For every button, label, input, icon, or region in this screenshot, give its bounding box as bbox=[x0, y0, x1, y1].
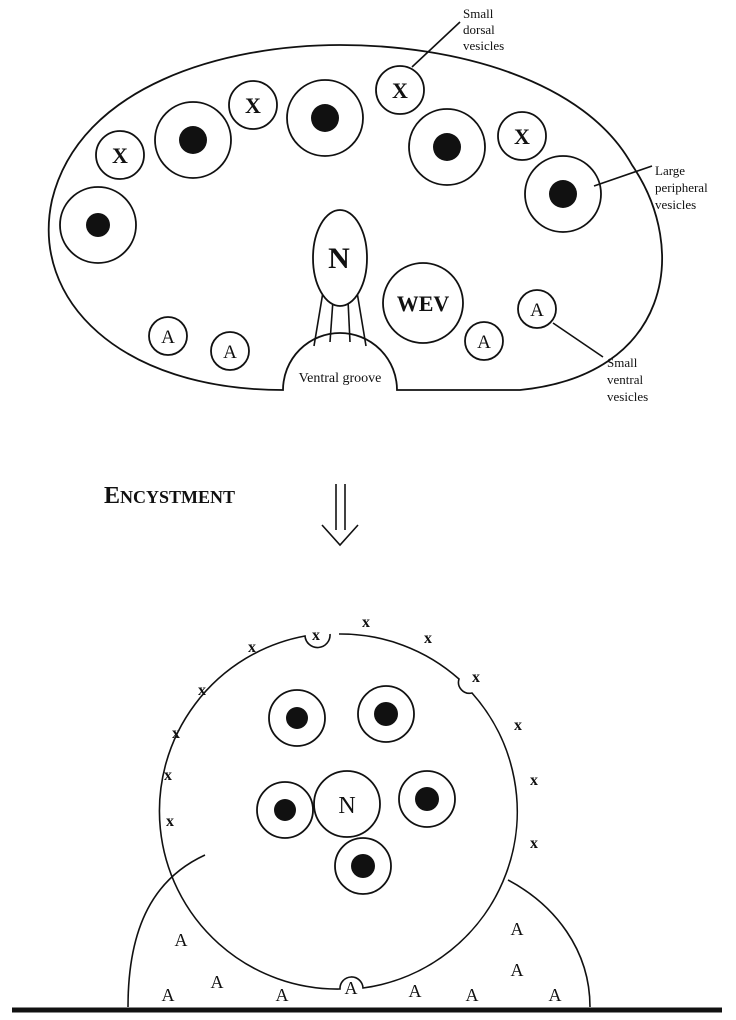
a-label: A bbox=[477, 332, 491, 353]
cyst-vesicle bbox=[335, 838, 391, 894]
encystment-title: ENCYSTMENT bbox=[104, 483, 235, 509]
a-mark: A bbox=[211, 972, 224, 992]
a-mark: A bbox=[466, 985, 479, 1005]
encystment-initial: E bbox=[104, 483, 120, 509]
x-label: X bbox=[392, 78, 408, 103]
ventral-vesicle: A bbox=[211, 332, 249, 370]
cyst-vesicle bbox=[257, 782, 313, 838]
wev-vesicle: WEV bbox=[383, 263, 463, 343]
down-arrow-icon bbox=[322, 484, 358, 545]
cyst-vesicle bbox=[399, 771, 455, 827]
callout-large-peripheral: Large peripheral vesicles bbox=[655, 163, 708, 212]
x-mark: x bbox=[514, 717, 522, 734]
nucleus-label: N bbox=[338, 793, 355, 819]
callout-line-3: vesicles bbox=[655, 197, 696, 212]
callout-line-2: ventral bbox=[607, 372, 643, 387]
large-vesicle bbox=[155, 102, 231, 178]
x-mark: x bbox=[362, 614, 370, 631]
x-mark: x bbox=[248, 639, 256, 656]
x-mark: x bbox=[166, 813, 174, 830]
ventral-vesicle: A bbox=[518, 290, 556, 328]
large-vesicle bbox=[287, 80, 363, 156]
callout-line-2: dorsal bbox=[463, 22, 495, 37]
x-label: X bbox=[514, 124, 530, 149]
callout-line-2: peripheral bbox=[655, 180, 708, 195]
a-mark: A bbox=[276, 985, 289, 1005]
a-label: A bbox=[161, 327, 175, 348]
a-mark: A bbox=[162, 985, 175, 1005]
x-mark: x bbox=[312, 627, 320, 644]
x-label: X bbox=[112, 143, 128, 168]
x-mark: x bbox=[198, 682, 206, 699]
a-label: A bbox=[530, 300, 544, 321]
ventral-vesicle: A bbox=[149, 317, 187, 355]
x-mark: x bbox=[172, 725, 180, 742]
a-mark: A bbox=[511, 960, 524, 980]
nucleus-label: N bbox=[328, 242, 350, 275]
a-mark: A bbox=[345, 978, 358, 998]
x-mark: x bbox=[530, 835, 538, 852]
dorsal-vesicle: X bbox=[376, 66, 424, 114]
a-mark: A bbox=[409, 981, 422, 1001]
callout-line-3: vesicles bbox=[607, 389, 648, 404]
ventral-vesicle: A bbox=[465, 322, 503, 360]
cyst-vesicle bbox=[269, 690, 325, 746]
a-mark: A bbox=[549, 985, 562, 1005]
ventral-groove-label: Ventral groove bbox=[299, 371, 382, 386]
callout-line-3: vesicles bbox=[463, 38, 504, 53]
a-mark: A bbox=[175, 930, 188, 950]
x-mark: x bbox=[424, 630, 432, 647]
x-mark: x bbox=[472, 669, 480, 686]
dorsal-vesicle: X bbox=[498, 112, 546, 160]
callout-small-dorsal: Small dorsal vesicles bbox=[463, 6, 504, 53]
x-mark: x bbox=[530, 772, 538, 789]
large-vesicle bbox=[409, 109, 485, 185]
wev-label: WEV bbox=[397, 291, 450, 316]
callout-small-ventral: Small ventral vesicles bbox=[607, 355, 648, 404]
encystment-rest: NCYSTMENT bbox=[120, 487, 235, 507]
encystment-label: ENCYSTMENT bbox=[104, 483, 235, 509]
a-mark: A bbox=[511, 919, 524, 939]
callout-line-1: Small bbox=[463, 6, 494, 21]
a-label: A bbox=[223, 342, 237, 363]
x-label: X bbox=[245, 93, 261, 118]
large-vesicle bbox=[525, 156, 601, 232]
nucleus-cyst: N bbox=[314, 771, 380, 837]
dorsal-vesicle: X bbox=[96, 131, 144, 179]
x-mark: x bbox=[164, 767, 172, 784]
callout-line-1: Large bbox=[655, 163, 685, 178]
a-marks: A A A A A A A A A A bbox=[162, 919, 562, 1005]
callout-line-1: Small bbox=[607, 355, 638, 370]
cyst-vesicle bbox=[358, 686, 414, 742]
large-vesicle bbox=[60, 187, 136, 263]
dorsal-vesicle: X bbox=[229, 81, 277, 129]
